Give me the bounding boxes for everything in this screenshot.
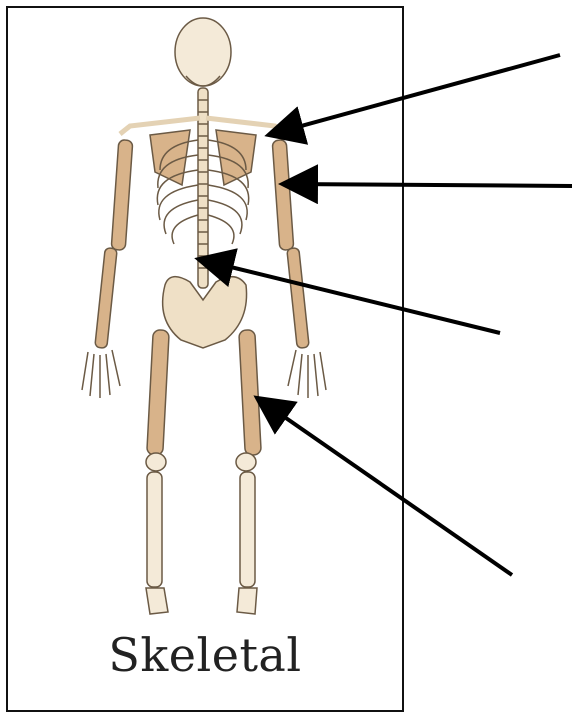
shin-bone [240, 472, 255, 587]
foot [237, 588, 257, 614]
kneecap [146, 453, 166, 471]
upper-arm-bone [272, 140, 294, 251]
shin-bone [147, 472, 162, 587]
thigh-bone [147, 330, 170, 456]
forearm-bone [95, 248, 117, 349]
diagram-caption: Skeletal [6, 628, 404, 682]
hand [82, 350, 120, 398]
skull [175, 18, 231, 86]
hand [288, 350, 326, 398]
arrow-humerus [286, 184, 572, 186]
arrow-femur [260, 400, 512, 575]
thigh-bone [239, 330, 262, 456]
forearm-bone [287, 248, 309, 349]
upper-arm-bone [111, 140, 133, 251]
kneecap [236, 453, 256, 471]
arrow-shoulder [272, 55, 560, 134]
foot [146, 588, 168, 614]
arrow-group [202, 55, 572, 575]
skeleton [82, 18, 326, 614]
